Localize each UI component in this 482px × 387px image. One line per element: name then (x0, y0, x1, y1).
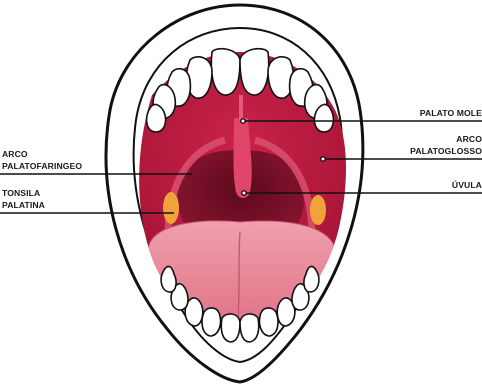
marker-uvula (242, 191, 246, 195)
label-palato-mole: PALATO MOLE (420, 108, 482, 118)
tonsil-right (310, 195, 326, 225)
tonsil-left (163, 192, 179, 224)
marker-palato-mole (241, 119, 245, 123)
label-arco-palatofaringeo-line1: ARCO (2, 149, 28, 159)
label-arco-palatoglosso-line1: ARCO (456, 134, 482, 144)
label-uvula: ÚVULA (452, 179, 482, 190)
label-arco-palatofaringeo-line2: PALATOFARINGEO (2, 161, 82, 171)
marker-arco-palatoglosso (321, 157, 325, 161)
label-arco-palatoglosso-line2: PALATOGLOSSO (410, 146, 482, 156)
label-tonsila-line1: TONSILA (2, 188, 40, 198)
label-tonsila-line2: PALATINA (2, 200, 45, 210)
